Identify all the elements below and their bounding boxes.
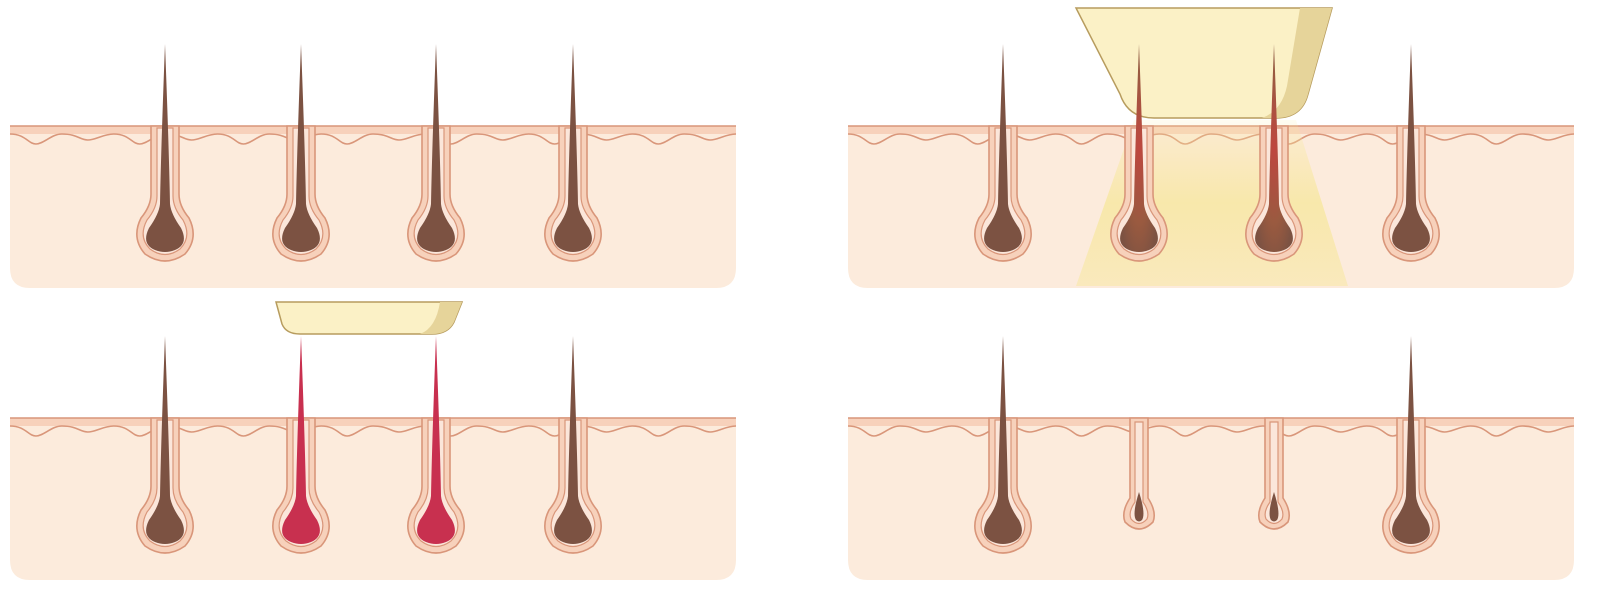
epidermis-band xyxy=(848,418,1574,426)
panel-regrowth-reduced xyxy=(848,336,1574,580)
epidermis-band xyxy=(10,418,736,426)
panel-light-application xyxy=(848,8,1574,288)
panel-untreated-skin xyxy=(10,44,736,288)
dermis-layer xyxy=(10,126,736,288)
dermis-layer xyxy=(848,418,1574,580)
epidermis-band xyxy=(10,126,736,134)
dermis-layer xyxy=(10,418,736,580)
device-layer xyxy=(276,302,462,334)
panel-treated-follicles xyxy=(10,302,736,580)
